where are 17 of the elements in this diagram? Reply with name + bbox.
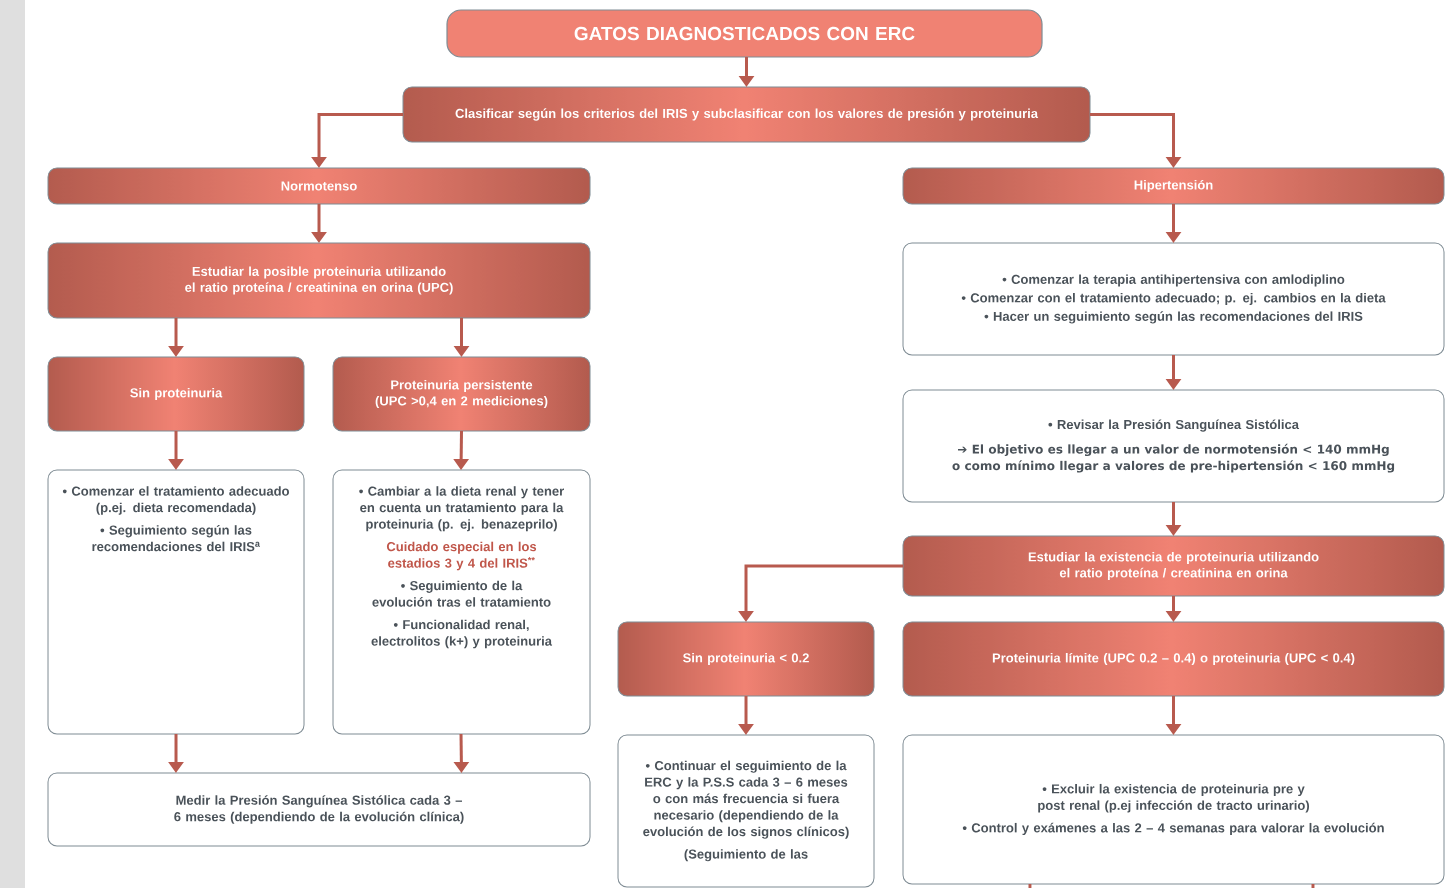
- text-box: • Cambiar a la dieta renal y tener en cuenta un tratamiento para la proteinuria (p. ej. benazeprilo) Cuidado especial en los estadios 3 y 4 del IRIS$^{**}$ • Seguimiento de la evolución tras el tratamiento • Funcionalidad renal, electrolitos (k+) y proteinuria: [332, 469, 591, 735]
- process-box: Sin proteinuria < 0.2: [617, 621, 875, 697]
- process-box: Estudiar la existencia de proteinuria utilizando el ratio proteína / creatinina en orina: [902, 535, 1445, 597]
- process-box: Hipertensión: [902, 167, 1445, 205]
- process-box: Sin proteinuria: [47, 356, 305, 432]
- text-box: • Revisar la Presión Sanguínea Sistólica ➔ El objetivo es llegar a un valor de normotensión < 140 mmHg o como mínimo llegar a valores de pre-hipertensión < 160 mmHg: [902, 389, 1445, 503]
- text-box: • Comenzar la terapia antihipertensiva con amlodiplino • Comenzar con el tratamiento adecuado; p. ej. cambios en la dieta • Hacer un seguimiento según las recomendaciones del IRIS: [902, 242, 1445, 356]
- process-box: Proteinuria persistente (UPC >0,4 en 2 mediciones): [332, 356, 591, 432]
- process-box: Estudiar la posible proteinuria utilizando el ratio proteína / creatinina en orina (UPC): [47, 242, 591, 319]
- process-box: Proteinuria límite (UPC 0.2 – 0.4) o proteinuria (UPC < 0.4): [902, 621, 1445, 697]
- text-box: • Comenzar el tratamiento adecuado (p.ej. dieta recomendada) • Seguimiento según las recomendaciones del IRIS$^{a}$: [47, 469, 305, 735]
- process-box: Clasificar según los criterios del IRIS y subclasificar con los valores de presión y proteinuria: [402, 86, 1091, 143]
- text-box: • Excluir la existencia de proteinuria pre y post renal (p.ej infección de tracto urinario) • Control y exámenes a las 2 – 4 semanas para valorar la evolución: [902, 734, 1445, 885]
- text-box: • Continuar el seguimiento de la ERC y la P.S.S cada 3 – 6 meses o con más frecuencia si fuera necesario (dependiendo de la evolución de los signos clínicos) (Seguimiento de las: [617, 734, 875, 888]
- process-box: Normotenso: [47, 167, 591, 205]
- title-box: GATOS DIAGNOSTICADOS CON ERC: [446, 9, 1043, 58]
- text-box: Medir la Presión Sanguínea Sistólica cada 3 – 6 meses (dependiendo de la evolución clínica): [47, 772, 591, 847]
